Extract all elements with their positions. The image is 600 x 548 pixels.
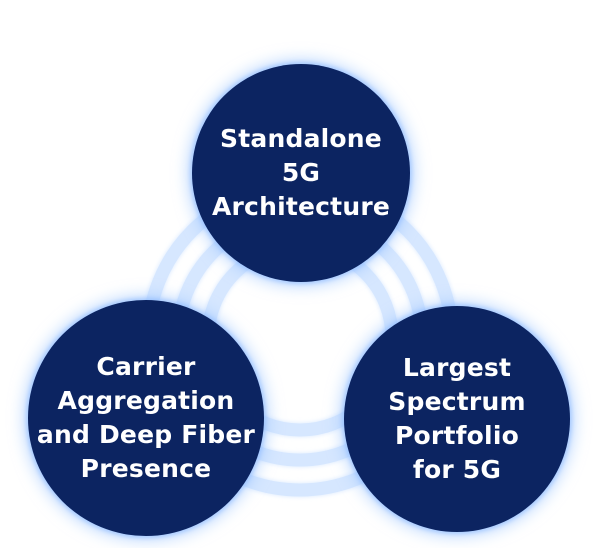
node-carrier-aggregation: Carrier Aggregation and Deep Fiber Prese… xyxy=(28,300,264,536)
node-spectrum-portfolio: Largest Spectrum Portfolio for 5G xyxy=(344,306,570,532)
node-label: Largest Spectrum Portfolio for 5G xyxy=(388,353,526,484)
node-standalone-5g: Standalone 5G Architecture xyxy=(192,64,410,282)
node-label: Carrier Aggregation and Deep Fiber Prese… xyxy=(36,352,256,483)
node-label: Standalone 5G Architecture xyxy=(211,124,391,221)
